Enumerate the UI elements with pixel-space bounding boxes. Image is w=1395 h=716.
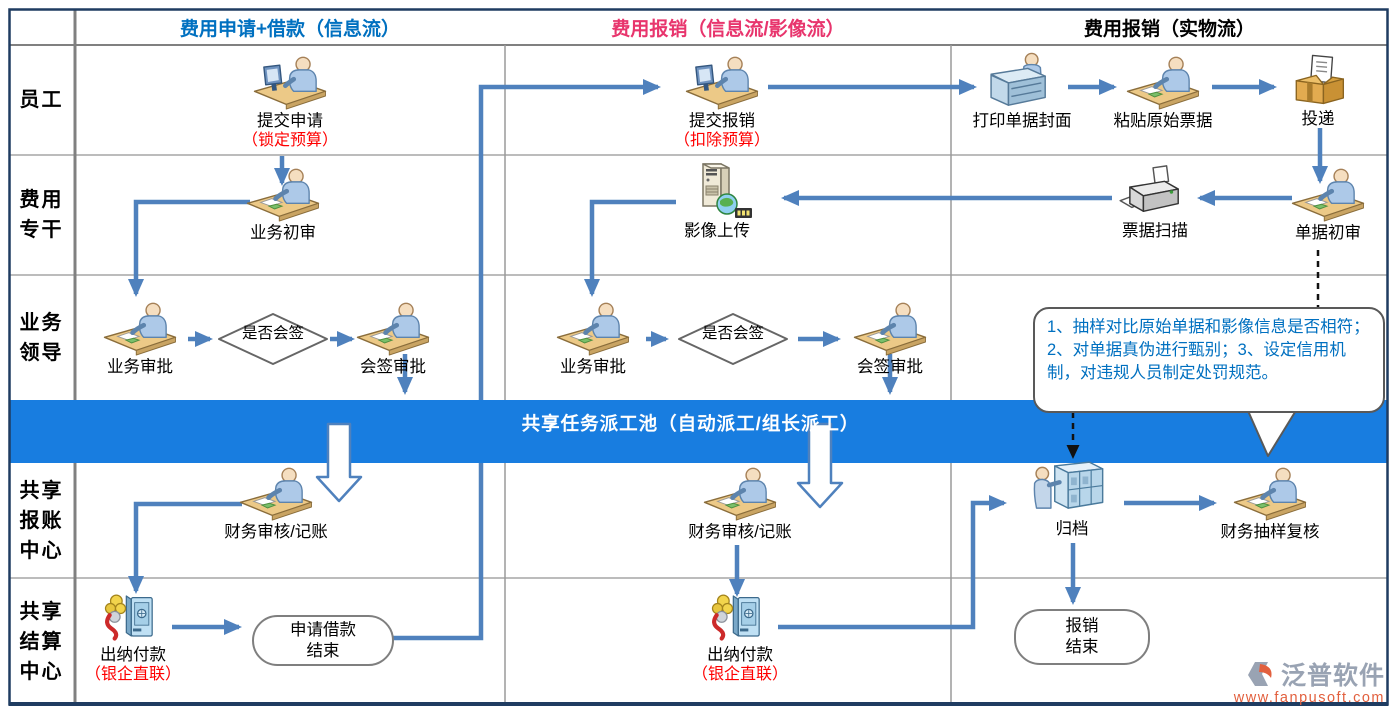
scanner-icon [1113, 162, 1197, 220]
node-cashier-pay-2: 出纳付款 （银企直联） [655, 588, 825, 685]
person-desk-icon [1287, 166, 1369, 222]
lane-label-shared-accounting-center: 共享 报账 中心 [19, 479, 64, 562]
lane-label-expense-specialist: 费用 专干 [19, 189, 64, 241]
node-sampling-review: 财务抽样复核 [1185, 465, 1355, 542]
person-desk-icon [352, 300, 434, 356]
dispatch-block-arrow-1 [315, 422, 363, 503]
person-cabinet-icon [1026, 458, 1118, 518]
lane-label-employee: 员工 [19, 89, 64, 111]
person-computer-icon [681, 54, 763, 110]
node-receipt-scan: 票据扫描 [1070, 162, 1240, 241]
column-header-reimburse-physical: 费用报销（实物流） [1083, 19, 1255, 40]
lane-label-business-leader: 业务 领导 [19, 311, 64, 364]
person-computer-icon [249, 54, 331, 110]
column-header-reimburse-info: 费用报销（信息流/影像流） [611, 19, 845, 40]
node-paste-receipts: 粘贴原始票据 [1078, 54, 1248, 131]
node-doc-initial-review: 单据初审 [1243, 166, 1395, 243]
grid-lines [9, 9, 1388, 705]
dispatch-block-arrow-2 [796, 422, 844, 509]
dispatch-pool-label: 共享任务派工池（自动派工/组长派工） [521, 413, 860, 434]
watermark-url: www.fanpusoft.com [1233, 690, 1385, 706]
watermark-logo-icon [1247, 662, 1272, 686]
person-desk-icon [849, 300, 931, 356]
watermark: 泛普软件 www.fanpusoft.com [1234, 656, 1385, 706]
column-header-application: 费用申请+借款（信息流） [179, 19, 401, 40]
person-desk-icon [235, 465, 317, 521]
lane-label-shared-settlement-center: 共享 结算 中心 [19, 601, 64, 683]
person-desk-icon [699, 465, 781, 521]
person-desk-icon [1229, 465, 1311, 521]
node-submit-request: 提交申请 （锁定预算） [205, 54, 375, 151]
band-overlays [315, 403, 1301, 509]
node-finance-audit-1: 财务审核/记账 [191, 465, 361, 542]
decision-countersign-1: 是否会签 [217, 312, 329, 366]
node-archive: 归档 [987, 458, 1157, 539]
node-countersign-approve-2: 会签审批 [805, 300, 975, 377]
box-document-icon [1280, 50, 1356, 108]
node-image-upload: 影像上传 [632, 160, 802, 241]
connector-arrows [128, 79, 1328, 641]
node-cashier-pay-1: 出纳付款 （银企直联） [48, 588, 218, 685]
terminator-reimburse-end: 报销 结束 [1014, 609, 1150, 665]
safe-money-icon [705, 588, 775, 644]
node-finance-audit-2: 财务审核/记账 [655, 465, 825, 542]
node-countersign-approve-1: 会签审批 [308, 300, 478, 377]
node-biz-approve-1: 业务审批 [55, 300, 225, 377]
server-globe-icon [675, 160, 759, 220]
node-submit-reimburse: 提交报销 （扣除预算） [637, 54, 807, 151]
person-desk-icon [99, 300, 181, 356]
safe-money-icon [98, 588, 168, 644]
person-desk-icon [242, 166, 324, 222]
person-copier-icon [981, 52, 1063, 110]
watermark-brand: 泛普软件 [1280, 662, 1385, 690]
terminator-loan-end: 申请借款 结束 [252, 615, 394, 666]
decision-countersign-2: 是否会签 [677, 312, 789, 366]
sampling-callout: 1、抽样对比原始单据和影像信息是否相符； 2、对单据真伪进行甄别；3、设定信用机… [1033, 307, 1385, 413]
person-desk-icon [1122, 54, 1204, 110]
node-biz-approve-2: 业务审批 [508, 300, 678, 377]
person-desk-icon [552, 300, 634, 356]
node-deliver: 投递 [1233, 50, 1395, 129]
node-print-cover: 打印单据封面 [937, 52, 1107, 131]
node-initial-review: 业务初审 [198, 166, 368, 243]
